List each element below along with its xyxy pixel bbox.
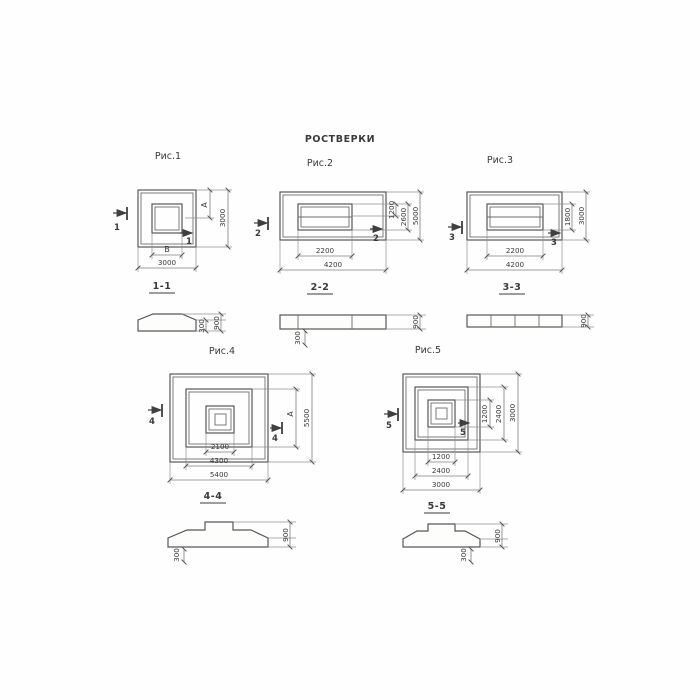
fig5-dim-lines: 1200 2400 3000 1200 2400 3000 [400, 371, 522, 494]
figure-2: Рис.2 1200 2600 5000 2200 [254, 158, 426, 348]
fig5-plan [402, 373, 481, 453]
fig3-section-marks: 3 3 [448, 221, 562, 248]
fig5-section-height-dim: 900 [493, 529, 502, 543]
fig3-dim-right-inner: 1800 [563, 207, 572, 226]
fig4-section-edge-dim: 300 [172, 548, 181, 562]
fig5-outer-square [402, 373, 481, 453]
fig4-section-height-dim: 900 [281, 528, 290, 542]
fig2-cut-number: 2 [373, 234, 379, 244]
fig2-section-height-dim: 900 [411, 315, 420, 329]
fig1-dim-bottom-inner: В [164, 245, 169, 254]
fig1-dim-lines: А 3000 В 3000 [135, 187, 232, 272]
fig4-dim-bottom-mid: 4300 [210, 456, 229, 465]
fig1-plan [137, 189, 197, 248]
fig4-section-profile [167, 521, 269, 548]
fig4-pile-square [214, 413, 227, 426]
fig1-section-view: 300 900 [137, 311, 226, 334]
fig5-section-view: 900 300 [402, 521, 508, 565]
fig3-dim-lines: 1800 3000 2200 4200 [464, 189, 590, 274]
fig4-section-label: 4-4 [204, 491, 223, 502]
fig2-plan [279, 191, 387, 241]
fig3-label: Рис.3 [487, 155, 513, 166]
fig2-section-profile [279, 314, 387, 330]
fig1-section-edge-dim: 300 [197, 319, 206, 333]
fig2-dim-bottom-inner: 2200 [316, 246, 335, 255]
fig5-pile-square [435, 407, 448, 420]
fig4-cut-number: 4 [149, 417, 155, 427]
fig5-cut-number: 5 [386, 421, 392, 431]
fig5-mid-square [414, 386, 469, 441]
drawing-title: РОСТВЕРКИ [305, 134, 375, 145]
fig3-section-label: 3-3 [503, 282, 522, 293]
fig5-section-label: 5-5 [428, 501, 447, 512]
fig1-section-height-dim: 900 [212, 316, 221, 330]
fig2-label: Рис.2 [307, 158, 333, 169]
figure-4: Рис.4 А 5500 [148, 346, 316, 565]
figure-3: Рис.3 1800 3000 2200 4200 [448, 155, 594, 330]
fig5-dim-bottom-outer: 3000 [432, 480, 451, 489]
fig5-dim-right-outer: 3000 [508, 403, 517, 422]
fig5-dim-right-mid: 2400 [494, 404, 503, 423]
fig1-section-marks: 1 1 [113, 207, 194, 247]
fig1-cut-number: 1 [186, 237, 192, 247]
fig1-inner-square [151, 203, 183, 234]
fig2-cut-number: 2 [255, 229, 261, 239]
fig5-inner-square [427, 399, 456, 428]
fig3-cut-number: 3 [449, 233, 455, 243]
fig4-inner-square [205, 405, 235, 434]
fig5-section-marks: 5 5 [384, 408, 471, 438]
fig5-dim-bottom-mid: 2400 [432, 466, 451, 475]
fig2-section-edge-dim: 300 [293, 331, 302, 345]
fig4-mid-square [185, 388, 253, 448]
fig1-section-profile [137, 313, 197, 332]
fig3-dim-right-outer: 3000 [577, 206, 586, 225]
fig2-dim-right-inner: 1200 [387, 200, 396, 219]
fig2-dim-right-outer: 5000 [411, 206, 420, 225]
figure-1: Рис.1 А 3000 В 3000 1 [113, 151, 232, 334]
fig5-section-profile [402, 523, 481, 548]
fig4-dim-right-outer: 5500 [302, 408, 311, 427]
fig2-dim-bottom-outer: 4200 [324, 260, 343, 269]
fig2-dim-right-mid: 2600 [399, 207, 408, 226]
figure-5: Рис.5 [384, 345, 522, 565]
fig5-cut-number: 5 [460, 428, 466, 438]
fig3-cut-number: 3 [551, 238, 557, 248]
fig1-dim-right-outer: 3000 [218, 208, 227, 227]
fig4-dim-right-inner: А [286, 411, 295, 417]
fig4-dim-bottom-outer: 5400 [210, 470, 229, 479]
fig2-dim-lines: 1200 2600 5000 2200 4200 [277, 189, 424, 274]
fig1-section-label: 1-1 [153, 281, 172, 292]
fig4-plan [169, 373, 269, 463]
fig4-cut-number: 4 [272, 434, 278, 444]
fig4-dim-bottom-inner: 2100 [211, 442, 230, 451]
fig4-label: Рис.4 [209, 346, 235, 357]
fig2-section-marks: 2 2 [254, 217, 384, 244]
fig4-outer-square [169, 373, 269, 463]
fig1-label: Рис.1 [155, 151, 181, 162]
fig1-dim-bottom-outer: 3000 [158, 258, 177, 267]
fig1-dim-right-inner: А [200, 202, 209, 208]
fig2-section-label: 2-2 [311, 282, 330, 293]
fig1-outer-square [137, 189, 197, 248]
fig5-label: Рис.5 [415, 345, 441, 356]
fig3-section-view: 900 [466, 312, 594, 330]
fig4-section-view: 900 300 [167, 519, 296, 565]
fig1-cut-number: 1 [114, 223, 120, 233]
fig2-section-view: 900 300 [279, 312, 426, 348]
fig5-section-edge-dim: 300 [459, 548, 468, 562]
fig3-section-height-dim: 900 [579, 314, 588, 328]
fig3-plan [466, 191, 563, 241]
fig3-outer-rect [466, 191, 563, 241]
fig3-dim-bottom-outer: 4200 [506, 260, 525, 269]
fig4-section-marks: 4 4 [148, 404, 283, 444]
fig5-dim-right-inner: 1200 [480, 404, 489, 423]
fig4-dim-lines: А 5500 2100 4300 5400 [167, 371, 316, 484]
fig3-section-profile [466, 314, 563, 328]
fig3-dim-bottom-inner: 2200 [506, 246, 525, 255]
fig5-dim-bottom-inner: 1200 [432, 452, 451, 461]
